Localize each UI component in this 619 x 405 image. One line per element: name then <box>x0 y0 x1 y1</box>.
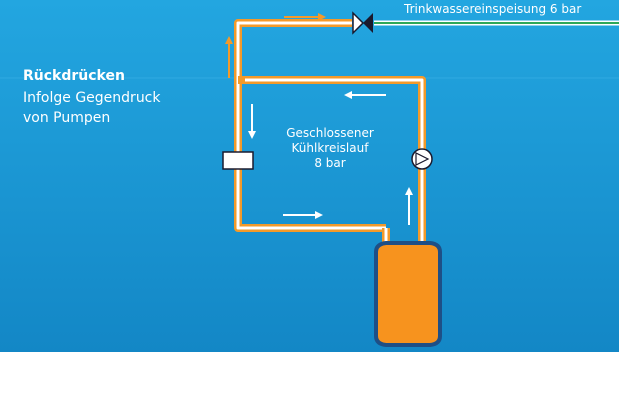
loop-label: Geschlossener Kühlkreislauf 8 bar <box>270 126 390 171</box>
arrow-down-loop <box>248 104 256 139</box>
tank <box>374 241 442 347</box>
diagram-canvas: Rückdrücken Infolge Gegendruck von Pumpe… <box>0 0 619 352</box>
footer-blank <box>0 352 619 405</box>
pump-icon <box>411 148 433 170</box>
supply-label: Trinkwassereinspeisung 6 bar <box>404 2 582 16</box>
arrow-left-loop <box>344 91 386 99</box>
arrow-up-pump <box>405 187 413 225</box>
heading: Rückdrücken <box>23 68 125 84</box>
feed-pipe <box>234 19 386 232</box>
background <box>0 0 619 352</box>
heat-exchanger-box <box>222 151 254 170</box>
loop-label-line-3: 8 bar <box>314 156 346 170</box>
arrow-right-bottom <box>283 211 323 219</box>
schematic <box>0 0 619 352</box>
arrow-up-left <box>225 36 233 78</box>
caption-line-1: Infolge Gegendruck <box>23 90 161 106</box>
loop-label-line-1: Geschlossener <box>286 126 374 140</box>
valve-icon <box>352 11 373 35</box>
arrow-right-top <box>284 13 326 21</box>
loop-label-line-2: Kühlkreislauf <box>291 141 369 155</box>
caption-line-2: von Pumpen <box>23 110 111 126</box>
